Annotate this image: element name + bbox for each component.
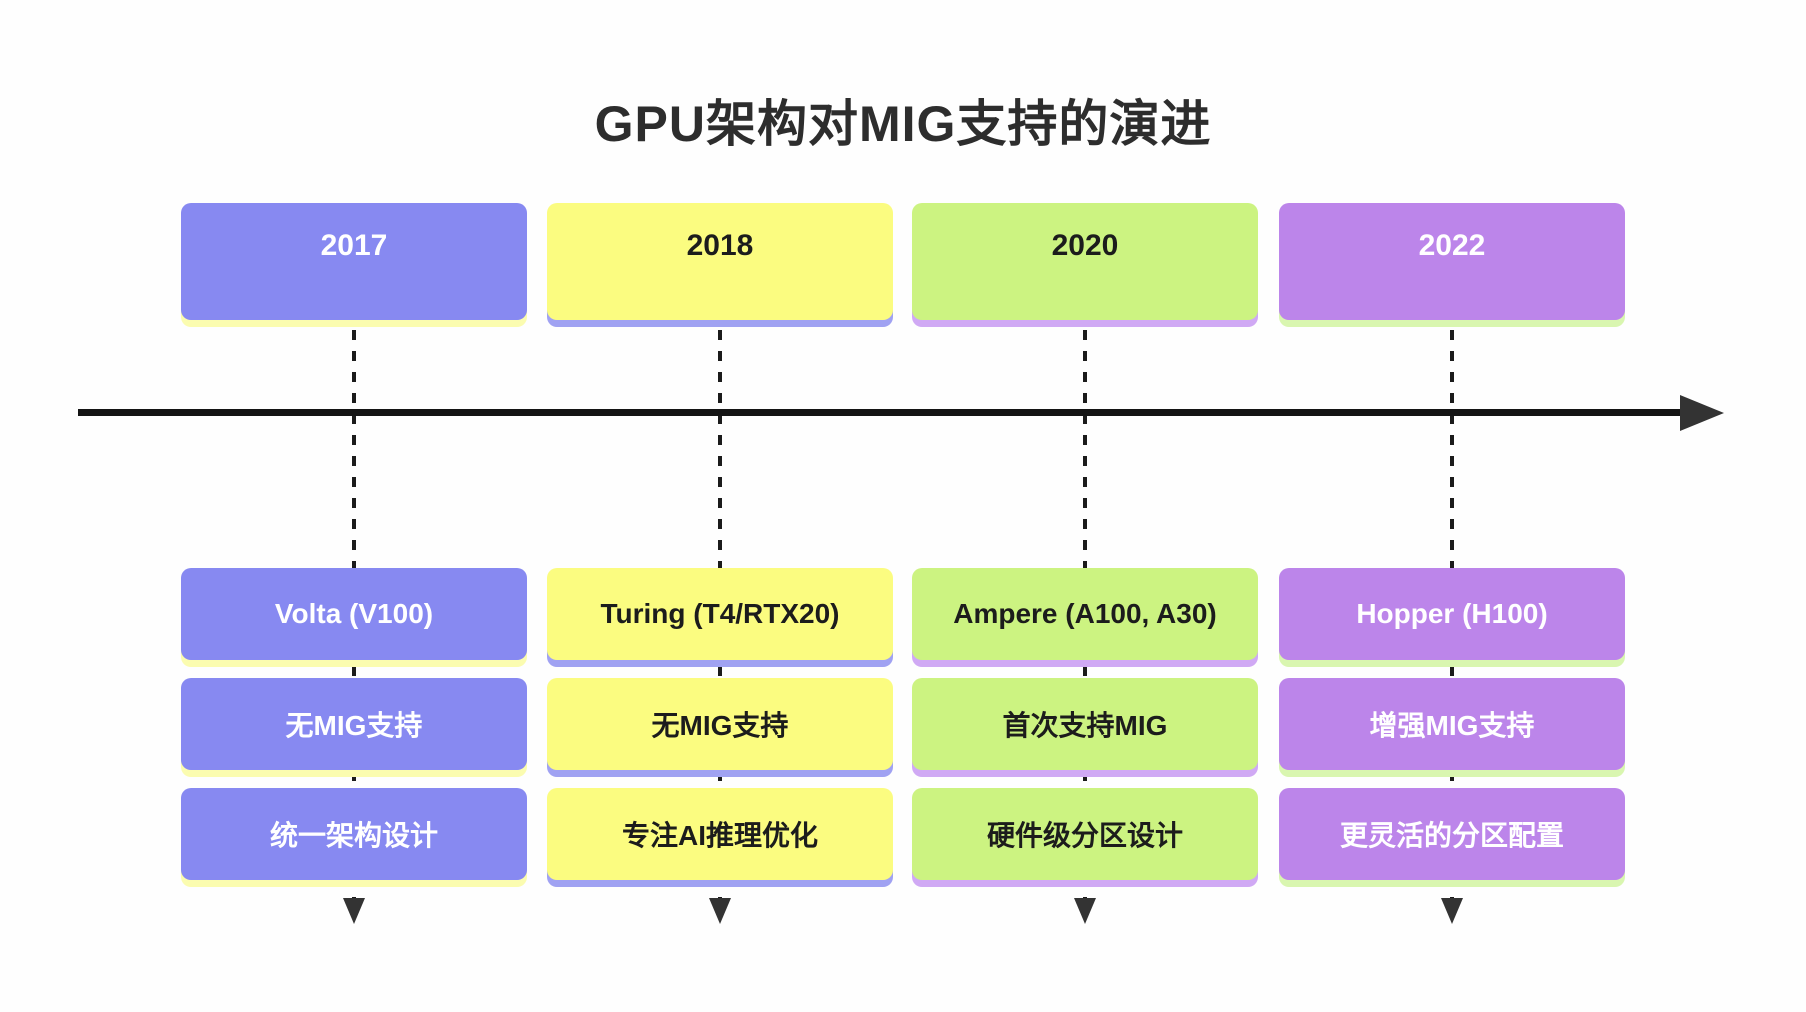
timeline-axis (78, 409, 1684, 416)
down-arrow-icon (343, 898, 365, 924)
year-box: 2022 (1279, 203, 1625, 320)
architecture-box: Hopper (H100) (1279, 568, 1625, 660)
down-arrow-icon (1074, 898, 1096, 924)
year-box: 2018 (547, 203, 893, 320)
mig-support-box: 增强MIG支持 (1279, 678, 1625, 770)
year-box: 2020 (912, 203, 1258, 320)
mig-support-box: 无MIG支持 (547, 678, 893, 770)
design-box: 专注AI推理优化 (547, 788, 893, 880)
architecture-box: Turing (T4/RTX20) (547, 568, 893, 660)
down-arrow-icon (1441, 898, 1463, 924)
year-box: 2017 (181, 203, 527, 320)
design-box: 硬件级分区设计 (912, 788, 1258, 880)
mig-support-box: 首次支持MIG (912, 678, 1258, 770)
design-box: 统一架构设计 (181, 788, 527, 880)
right-arrow-icon (1680, 395, 1724, 431)
diagram-title: GPU架构对MIG支持的演进 (594, 96, 1212, 152)
down-arrow-icon (709, 898, 731, 924)
architecture-box: Volta (V100) (181, 568, 527, 660)
design-box: 更灵活的分区配置 (1279, 788, 1625, 880)
architecture-box: Ampere (A100, A30) (912, 568, 1258, 660)
mig-support-box: 无MIG支持 (181, 678, 527, 770)
